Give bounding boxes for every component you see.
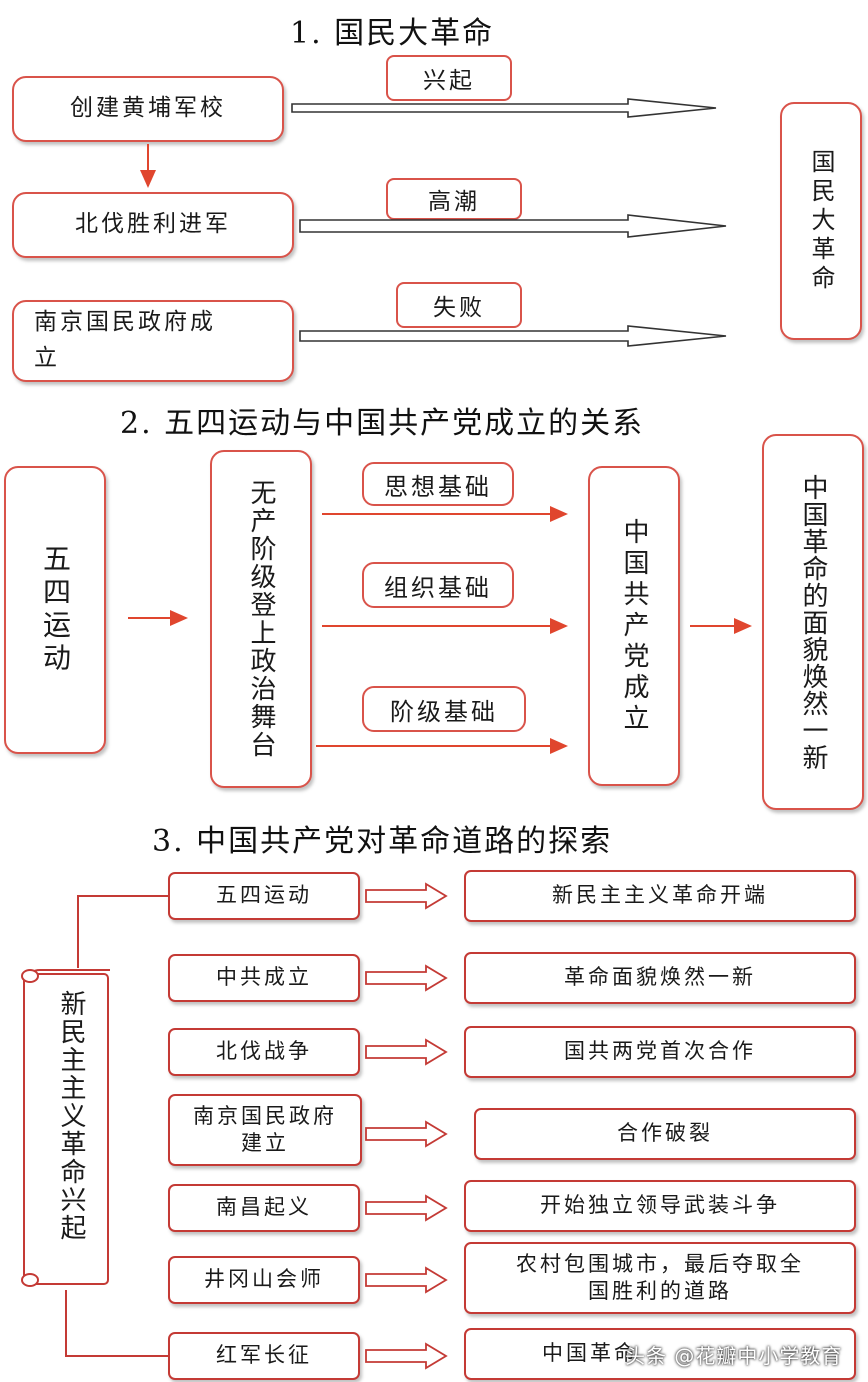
s3-result-3: 国共两党首次合作: [464, 1026, 856, 1078]
s3-result-1: 新民主主义革命开端: [464, 870, 856, 922]
s3-result-6: 农村包围城市，最后夺取全国胜利的道路: [464, 1242, 856, 1314]
event-nanjing-gov: 南京国民政府成立: [12, 300, 294, 382]
watermark: 头条 @花瓣中小学教育: [625, 1344, 843, 1368]
s3-result-2: 革命面貌焕然一新: [464, 952, 856, 1004]
s3-event-1: 五四运动: [168, 872, 360, 920]
s3-arrow-6: [365, 1266, 448, 1294]
s3-bracket-top: [77, 895, 168, 968]
scroll-label: 新民主主义革命兴起: [56, 990, 86, 1242]
s3-arrow-7: [365, 1342, 448, 1370]
s3-event-4: 南京国民政府建立: [168, 1094, 362, 1166]
s3-event-2: 中共成立: [168, 954, 360, 1002]
s3-result-7: 中国革命: [464, 1328, 856, 1380]
event-huangpu: 创建黄埔军校: [12, 76, 284, 142]
foundation-class: 阶级基础: [362, 686, 526, 732]
foundation-organizational: 组织基础: [362, 562, 514, 608]
s3-result-4: 合作破裂: [474, 1108, 856, 1160]
foundation-ideological: 思想基础: [362, 462, 514, 506]
s1-arrow-2: [299, 214, 727, 238]
s3-event-5: 南昌起义: [168, 1184, 360, 1232]
new-look-box: 中国革命的面貌焕然一新: [762, 434, 864, 810]
s3-arrow-2: [365, 964, 448, 992]
national-revolution-box: 国民大革命: [780, 102, 862, 340]
stage-failure: 失败: [396, 282, 522, 328]
event-northern-expedition: 北伐胜利进军: [12, 192, 294, 258]
s3-arrow-3: [365, 1038, 448, 1066]
s3-event-3: 北伐战争: [168, 1028, 360, 1076]
section3-title: 3. 中国共产党对革命道路的探索: [152, 824, 613, 859]
stage-rise: 兴起: [386, 55, 512, 101]
s3-event-7: 红军长征: [168, 1332, 360, 1380]
s1-arrow-1: [291, 98, 717, 118]
s3-arrow-4: [365, 1120, 448, 1148]
stage-peak: 高潮: [386, 178, 522, 220]
s3-arrow-1: [365, 882, 448, 910]
section1-title: 1. 国民大革命: [290, 16, 495, 51]
s3-result-5: 开始独立领导武装斗争: [464, 1180, 856, 1232]
ccp-founded-box: 中国共产党成立: [588, 466, 680, 786]
may-fourth-box: 五四运动: [4, 466, 106, 754]
scroll-shape: [21, 969, 110, 1287]
s3-bracket-bottom: [65, 1290, 168, 1357]
s1-arrow-3: [299, 325, 727, 347]
s3-event-6: 井冈山会师: [168, 1256, 360, 1304]
section2-title: 2. 五四运动与中国共产党成立的关系: [120, 406, 645, 441]
s3-arrow-5: [365, 1194, 448, 1222]
proletariat-box: 无产阶级登上政治舞台: [210, 450, 312, 788]
